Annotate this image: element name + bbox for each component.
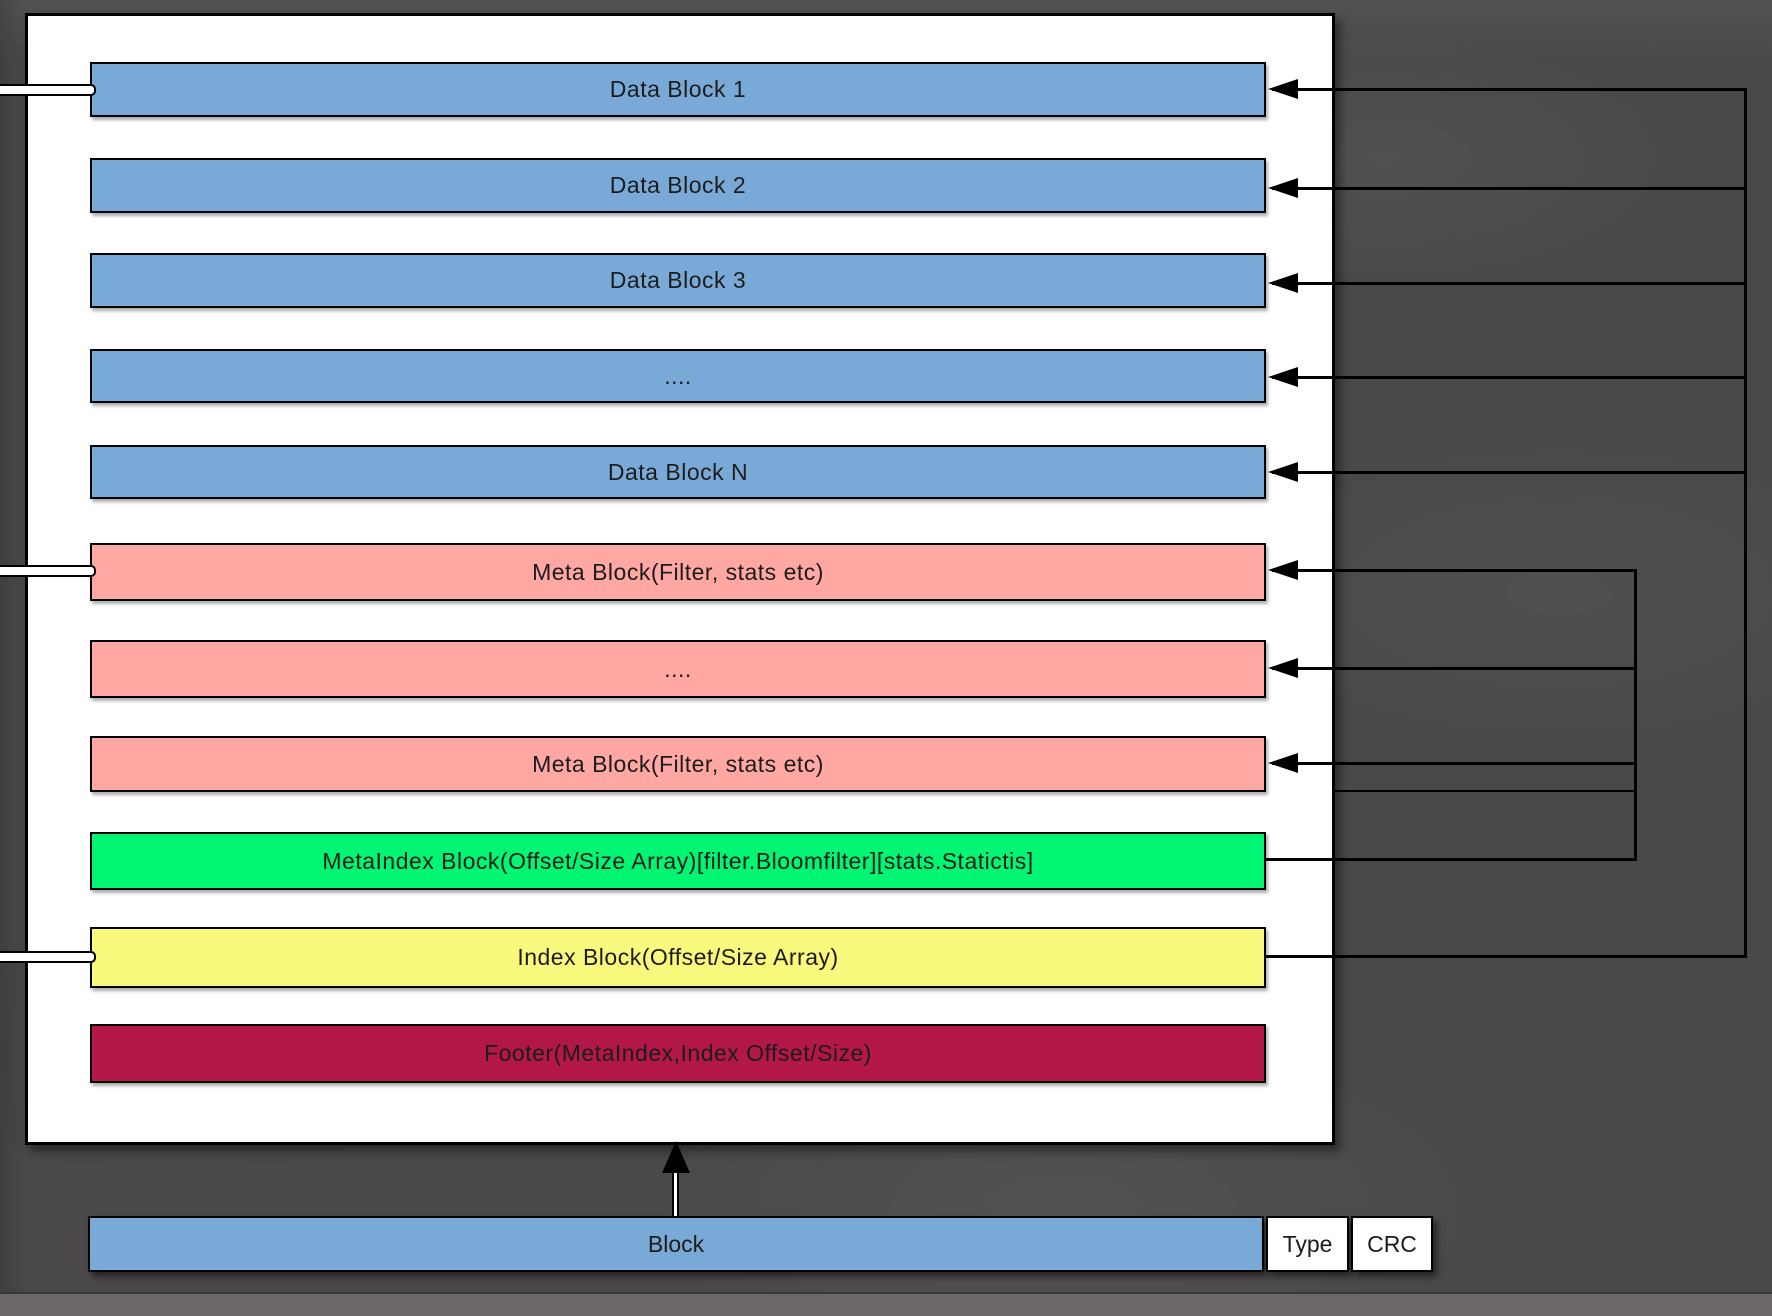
diagram-block-label: Data Block 3 [609,267,747,293]
left-arrowhead-icon [1268,658,1298,678]
left-arrowhead-icon [1268,79,1298,99]
bottom-type-box: Type [1266,1216,1349,1272]
diagram-block-label: Data Block 2 [609,172,747,198]
diagram-block-label: Meta Block(Filter, stats etc) [532,558,824,585]
background-bottom-strip [0,1292,1772,1316]
diagram-block-11: Footer(MetaIndex,Index Offset/Size) [90,1024,1266,1083]
left-arrowhead-icon [1268,560,1298,580]
left-arrowhead-icon [1268,273,1298,293]
connector-branch-line-3 [1272,282,1746,285]
diagram-block-label: Footer(MetaIndex,Index Offset/Size) [484,1040,872,1066]
diagram-block-5: Data Block N [90,445,1266,499]
diagram-block-4: .... [90,349,1266,403]
bottom-crc-box: CRC [1351,1216,1433,1272]
left-arrowhead-icon [1268,178,1298,198]
connector-branch-line-6 [1272,569,1637,572]
diagram-block-10: Index Block(Offset/Size Array) [90,927,1266,988]
left-arrowhead-icon [1268,367,1298,387]
diagram-block-label: Data Block 1 [609,76,747,102]
diagram-block-7: .... [90,640,1266,698]
diagram-block-1: Data Block 1 [90,62,1266,117]
diagram-block-label: .... [664,362,692,389]
diagram-block-8: Meta Block(Filter, stats etc) [90,736,1266,792]
up-arrow-shaft [672,1170,679,1218]
diagram-block-label: Index Block(Offset/Size Array) [517,944,839,970]
left-pipe-meta-block [0,565,96,577]
metaindex-connector-line [1266,858,1637,861]
connector-branch-line-2 [1272,187,1746,190]
bottom-type-label: Type [1282,1230,1333,1257]
up-arrow-icon [662,1141,690,1173]
diagram-block-label: .... [664,655,692,682]
left-arrowhead-icon [1268,753,1298,773]
meta-connector-aux-line [1332,790,1636,792]
diagram-block-9: MetaIndex Block(Offset/Size Array)[filte… [90,832,1266,890]
connector-branch-line-7 [1272,667,1637,670]
left-arrowhead-icon [1268,462,1298,482]
diagram-block-label: Data Block N [607,458,749,485]
diagram-block-label: MetaIndex Block(Offset/Size Array)[filte… [322,847,1034,874]
bottom-block-label: Block [647,1230,705,1257]
connector-branch-line-5 [1272,471,1746,474]
diagram-block-6: Meta Block(Filter, stats etc) [90,543,1266,601]
connector-branch-line-8 [1272,762,1637,765]
diagram-block-3: Data Block 3 [90,253,1266,308]
diagram-block-label: Meta Block(Filter, stats etc) [532,750,824,777]
connector-branch-line-4 [1272,376,1746,379]
metaindex-connector-trunk [1634,569,1637,861]
left-pipe-data-block-1 [0,84,96,96]
left-pipe-index-block [0,951,96,963]
diagram-block-2: Data Block 2 [90,158,1266,213]
index-connector-trunk [1744,88,1747,958]
bottom-crc-label: CRC [1367,1230,1417,1257]
connector-branch-line-1 [1272,88,1746,91]
index-connector-line [1266,955,1747,958]
bottom-block-row: Block [88,1216,1264,1272]
